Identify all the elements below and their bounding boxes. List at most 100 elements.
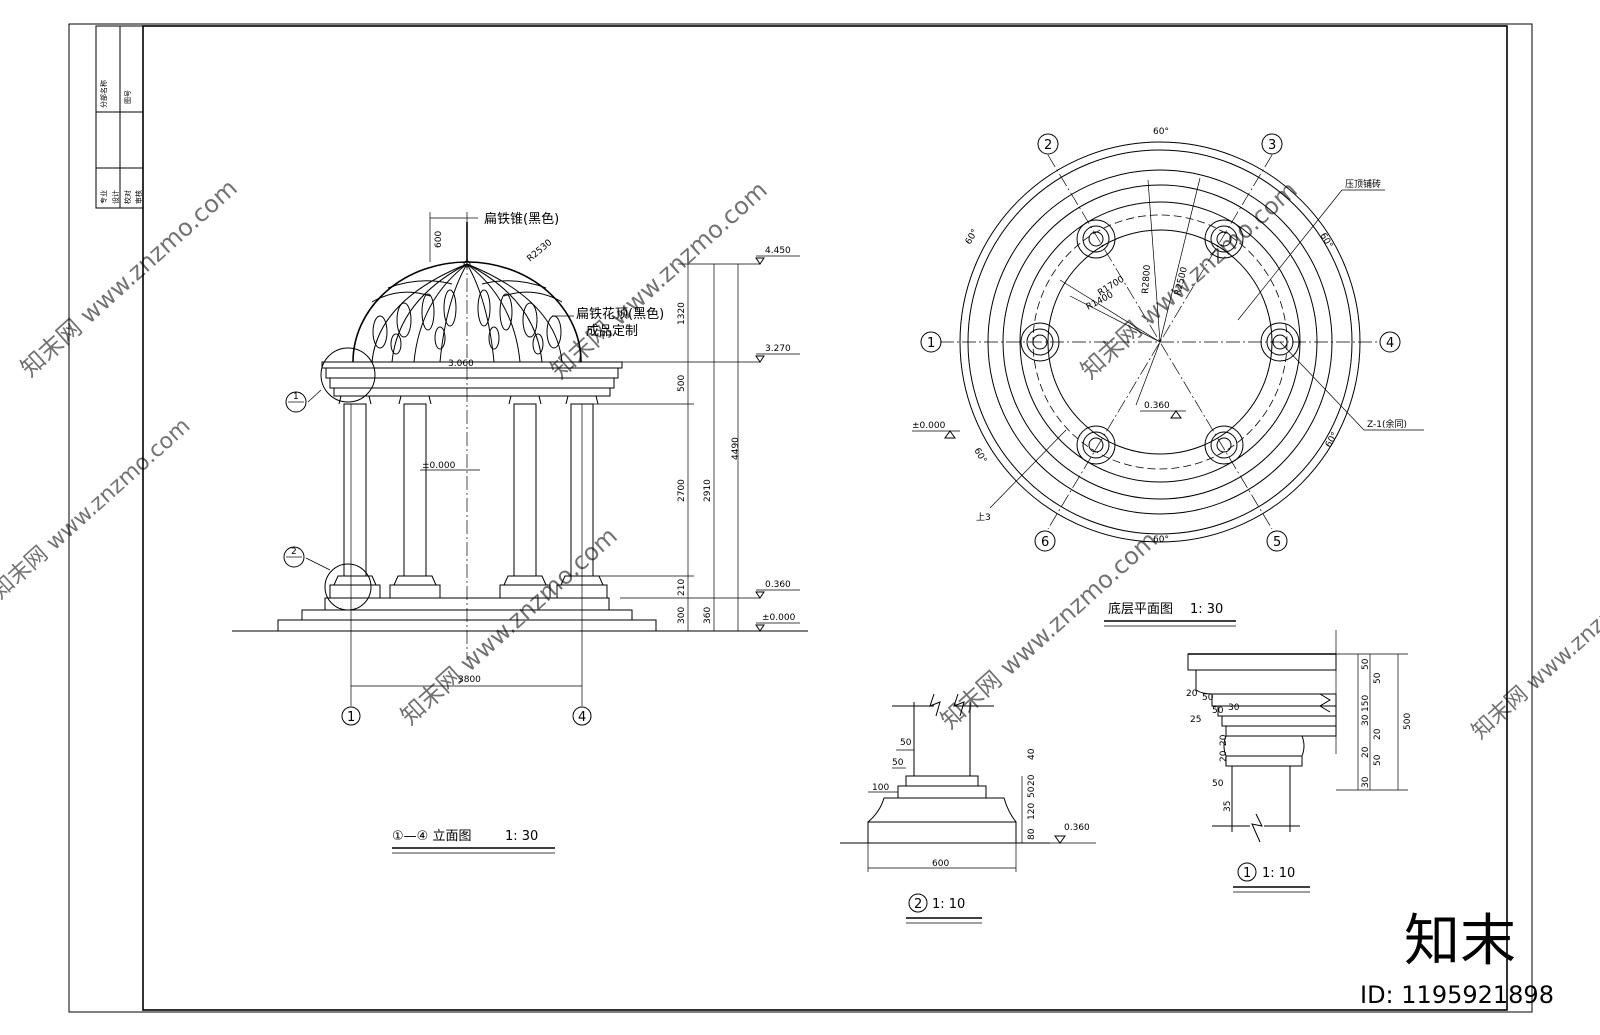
elevation-detail-callout-2 [283,546,305,568]
elevation-axis-bubble-1 [341,706,361,726]
elevation-entablature [321,361,623,397]
dome-radius-label: R2530 [526,238,555,265]
level-0360: 0.360 [765,580,791,590]
detail1-dim-50b: 50 [1373,672,1383,684]
detail1-dim-50d: 50 [1202,693,1214,703]
watermark-5: 知末网 www.znzmo.com [1075,176,1302,385]
detail2-dim-40: 40 [1027,748,1037,760]
plan-angle-lower-left: 60° [971,447,988,466]
elevation-dimension-chain: 1320 500 2700 210 300 2910 360 4490 [590,263,760,632]
level-4450: 4.450 [765,246,791,256]
finial-label: 扁铁锥(黑色) [484,211,559,227]
elevation-column-shafts [338,395,599,577]
watermark-1: 知末网 www.znzmo.com [15,174,242,383]
detail1-dim-50c: 50 [1373,754,1383,766]
level-0000: ±0.000 [762,613,796,623]
brand-block: 知末 ID: 1195921898 [1360,909,1554,1009]
elevation-detail-callout-2-number: 2 [291,547,297,557]
dim-2700: 2700 [677,479,687,502]
dim-4490: 4490 [731,437,741,460]
plan-radius-2800: R2800 [1141,264,1153,294]
plan-axis-3: 3 [1268,138,1276,153]
plan-axis-4: 4 [1386,336,1394,351]
detail-1: 500 50 50 150 30 20 20 50 30 50 20 50 50… [1186,630,1413,893]
watermark-3: 知末网 www.znzmo.com [545,176,772,385]
plan-view: 1 2 3 4 5 6 60° 60° 60° 60° 60° 60° R170… [912,127,1424,627]
detail1-dim-20c: 20 [1186,689,1198,699]
plan-axis-1: 1 [927,336,935,351]
elevation-span-dimension: 3800 [458,675,481,685]
detail1-dim-20b: 20 [1361,746,1371,758]
dome-label-2: 成品定制 [586,324,638,339]
dim-360: 360 [703,607,713,624]
dim-1320: 1320 [677,302,687,325]
title-block-cell-2: 图号 [124,90,132,104]
elevation-dome [352,222,582,363]
detail2-label: 2 [914,897,922,912]
title-block-cell-1: 分部名称 [99,80,108,108]
elevation-title: ①—④ 立面图 [392,829,471,844]
elevation-view: 3800 1 4 1 2 600 扁铁锥(黑色) R2530 扁铁花顶(黑色) … [232,211,808,854]
plan-angle-top: 60° [1153,127,1169,137]
plan-axis-bubbles: 1 2 3 4 5 6 [920,133,1401,552]
top-rail-label: 3.060 [448,359,474,369]
plan-axis-2: 2 [1044,138,1052,153]
dome-label-1: 扁铁花顶(黑色) [576,306,664,322]
watermark-2: 知末网 www.znzmo.com [395,522,622,731]
plan-annotation-top: 压顶铺砖 [1345,178,1381,190]
plan-axis-5: 5 [1273,535,1281,550]
dim-2910: 2910 [703,479,713,502]
sheet-frame [68,23,1533,1013]
detail1-dim-35: 35 [1223,801,1233,812]
plan-axis-6: 6 [1041,535,1049,550]
detail1-dim-20a: 20 [1373,728,1383,740]
plan-level-inner: 0.360 [1144,401,1170,411]
plan-columns [1020,219,1300,465]
plan-angle-upper-right: 60° [1317,232,1334,251]
brand-logo: 知末 [1404,909,1516,974]
detail1-dim-30c: 30 [1228,703,1240,713]
dim-300: 300 [677,607,687,624]
detail2-dim-80: 80 [1027,828,1037,840]
plan-annotation-bottom: 上3 [976,512,991,523]
brand-id: ID: 1195921898 [1360,981,1554,1009]
detail-2: 600 40 20 50 120 80 50 50 100 0.360 2 1:… [840,693,1096,924]
detail2-dim-600: 600 [932,859,949,869]
elevation-detail-callout-1 [285,391,307,413]
dim-210: 210 [677,579,687,596]
elevation-level-markers: 4.450 3.270 0.360 ±0.000 [755,246,800,632]
plan-annotation-column: Z-1(余同) [1367,418,1407,430]
plan-scale: 1: 30 [1190,602,1223,617]
detail2-dim-120: 120 [1027,803,1037,820]
detail2-dim-100: 100 [872,783,889,793]
elevation-axis-bubble-4 [572,706,592,726]
watermark-6: 知末网 www.znzmo.com [0,414,195,605]
watermark-layer: 知末网 www.znzmo.com 知末网 www.znzmo.com 知末网 … [0,174,1600,745]
finial-height-dimension: 600 [434,231,444,248]
title-block-cell-4: 设计 [111,190,120,204]
detail2-level: 0.360 [1064,823,1090,833]
watermark-4: 知末网 www.znzmo.com [935,526,1162,735]
detail1-dim-20e: 20 [1219,734,1229,746]
detail1-dim-50e: 50 [1212,706,1224,716]
level-3270: 3.270 [765,344,791,354]
detail1-dim-25: 25 [1190,715,1201,725]
detail2-dim-50a: 50 [900,738,912,748]
title-block-cell-3: 专业 [99,190,108,204]
elevation-axis-label-4: 4 [578,710,586,725]
plan-angle-bottom: 60° [1153,535,1169,545]
elevation-scale: 1: 30 [505,829,538,844]
detail1-dim-50a: 50 [1361,658,1371,670]
title-block-cell-5: 校对 [123,190,132,204]
plan-level-outer: ±0.000 [912,421,946,431]
elevation-axis-label-1: 1 [347,710,355,725]
detail1-dim-150: 150 [1361,695,1371,712]
internal-level-label: ±0.000 [422,461,456,471]
detail1-scale: 1: 10 [1262,866,1295,881]
detail1-dim-20d: 20 [1219,750,1229,762]
detail2-dim-50b: 50 [892,758,904,768]
plan-angle-upper-left: 60° [964,228,981,247]
detail1-dim-30a: 30 [1361,714,1371,726]
detail2-dim-20: 20 [1027,774,1037,786]
